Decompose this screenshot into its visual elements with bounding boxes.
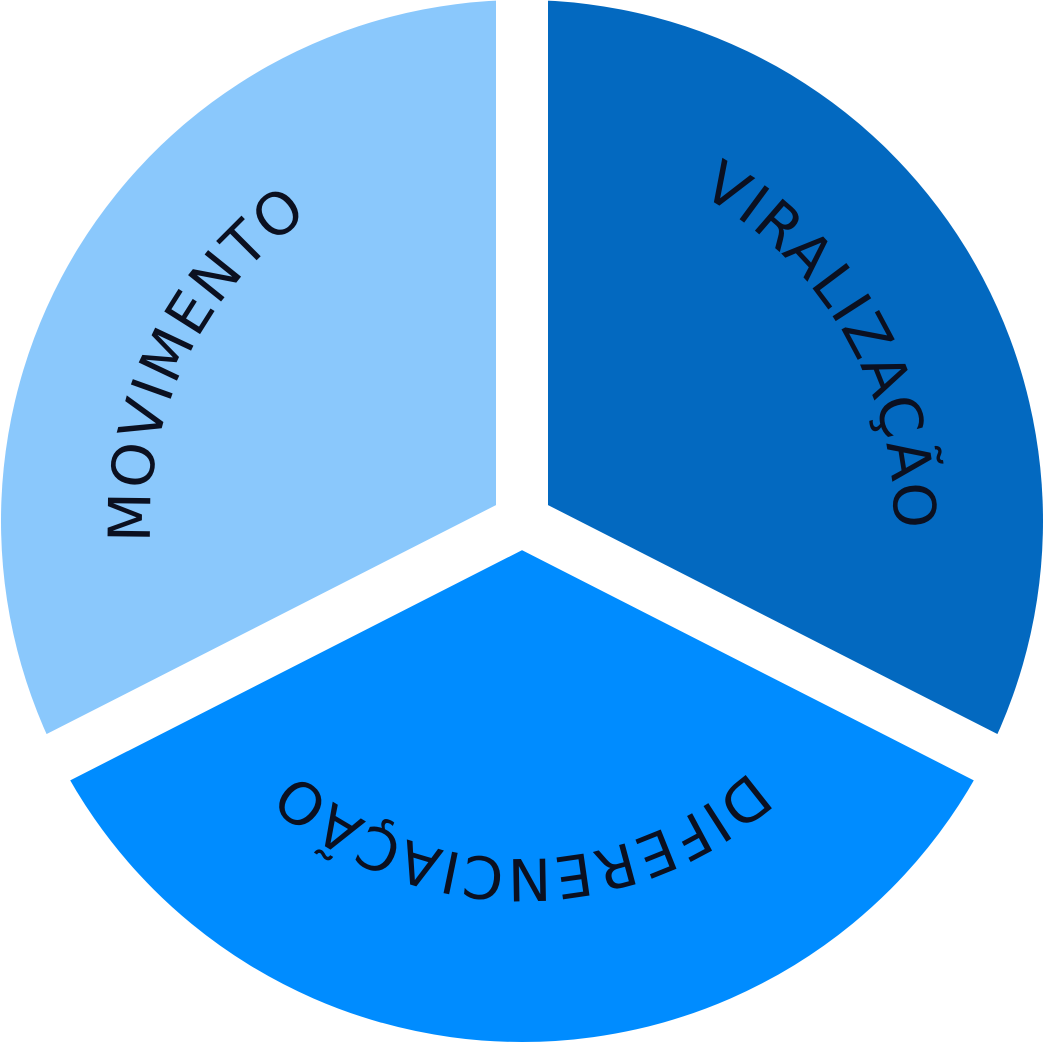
segment-gaps (0, 0, 1044, 802)
gap-line (0, 495, 548, 802)
gap-line (496, 495, 1044, 802)
